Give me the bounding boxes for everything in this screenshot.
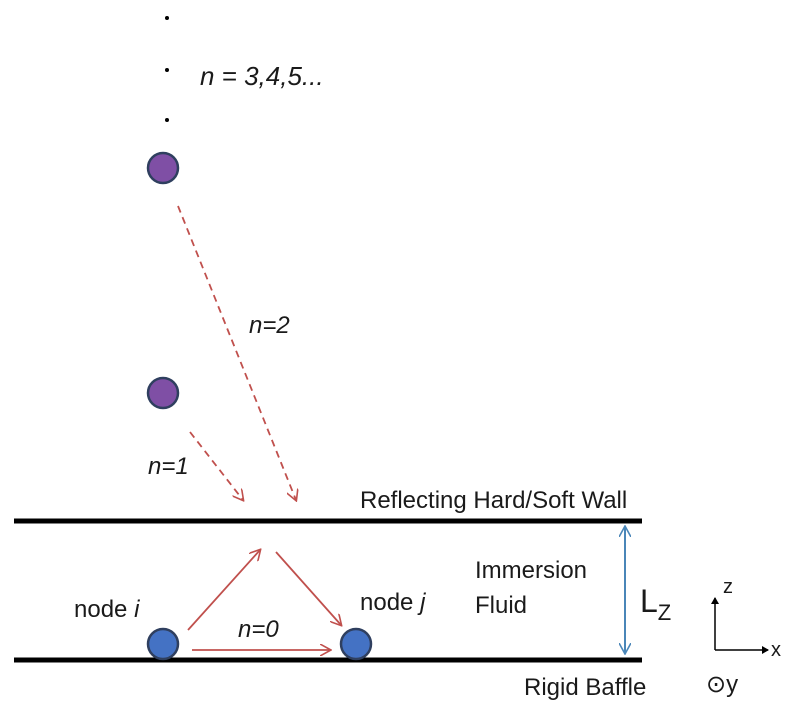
path-reflect-down-arrow xyxy=(275,551,341,625)
ellipsis-dot xyxy=(165,68,169,72)
label-n1: n=1 xyxy=(148,453,189,480)
path-reflect-up-arrow xyxy=(187,550,260,631)
axis-z-label: z xyxy=(723,576,733,598)
node-j-label: node j xyxy=(360,589,426,616)
fluid-label-line1: Immersion xyxy=(475,557,587,584)
label-n2: n=2 xyxy=(249,312,290,339)
lz-label: LZ xyxy=(640,583,671,625)
node-j xyxy=(339,627,373,661)
fluid-label-line2: Fluid xyxy=(475,592,527,619)
reflecting-wall-label: Reflecting Hard/Soft Wall xyxy=(360,487,627,514)
path-n1-dashed-arrow xyxy=(189,431,243,500)
axis-y-label: ⊙y xyxy=(706,671,738,698)
path-n2-dashed-arrow xyxy=(177,205,296,500)
ellipsis-dot xyxy=(165,16,169,20)
node-i-label: node i xyxy=(74,596,140,623)
label-n0: n=0 xyxy=(238,616,279,643)
ellipsis-dot xyxy=(165,118,169,122)
node-i xyxy=(146,627,180,661)
image-node-n1 xyxy=(146,376,180,410)
rigid-baffle-label: Rigid Baffle xyxy=(524,674,646,701)
image-node-n2 xyxy=(146,151,180,185)
axis-x-label: x xyxy=(771,639,781,661)
label-n-higher: n = 3,4,5... xyxy=(200,61,324,91)
axis-y-icon: ⊙ xyxy=(706,671,726,698)
